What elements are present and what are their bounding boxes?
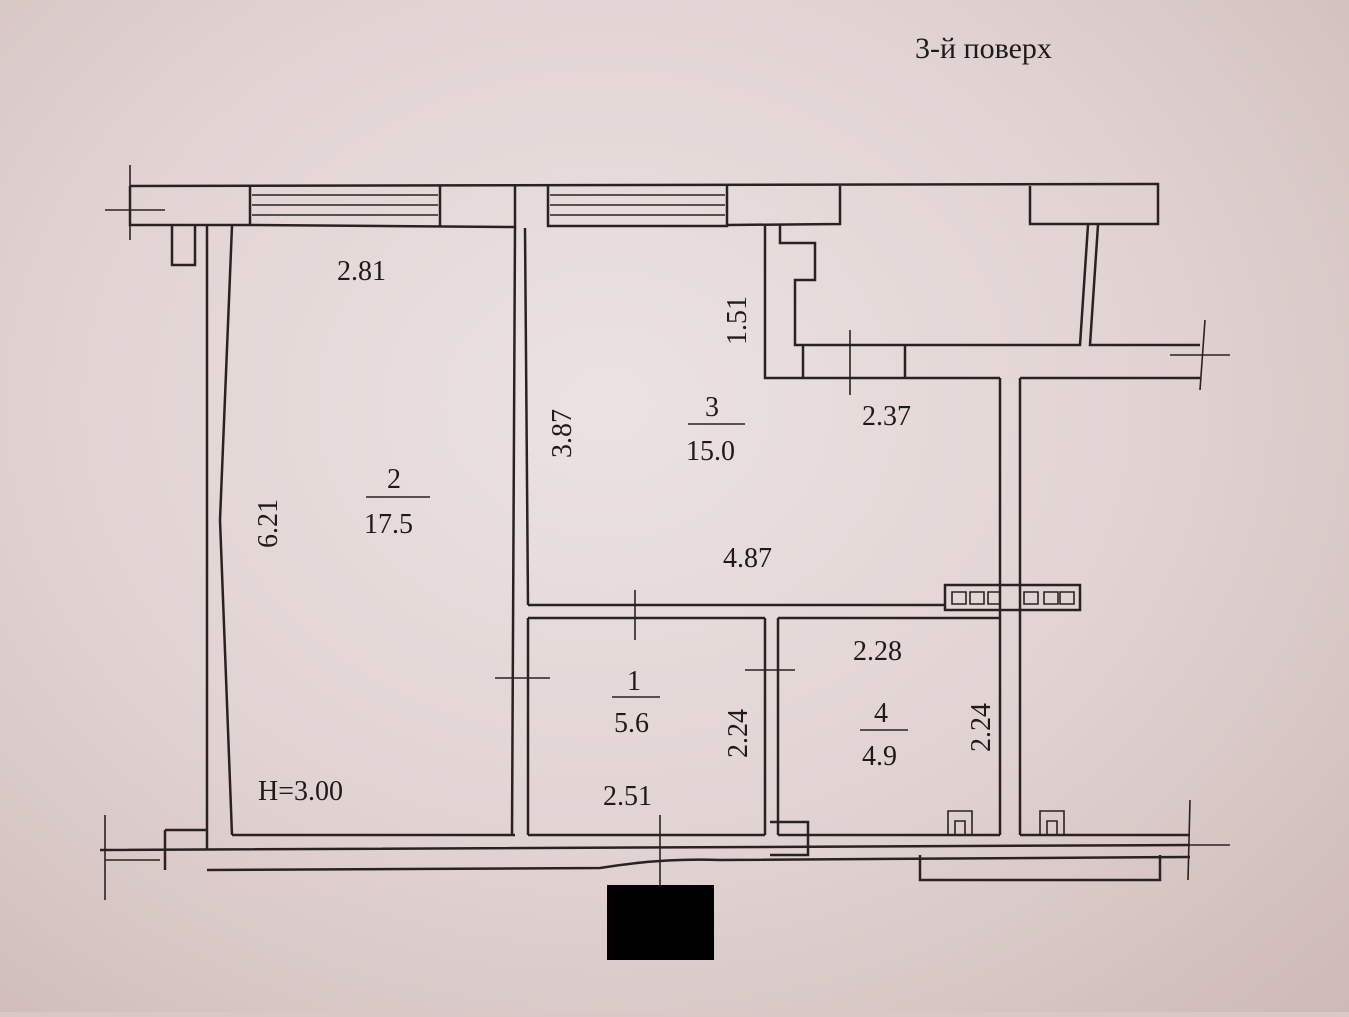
floor-title: 3-й поверх bbox=[915, 32, 1052, 65]
room3-number: 3 bbox=[705, 392, 719, 423]
dim-room1-width: 2.51 bbox=[603, 781, 652, 812]
dim-niche-depth: 1.51 bbox=[722, 296, 753, 345]
room2-area: 17.5 bbox=[364, 509, 413, 540]
room4-area: 4.9 bbox=[862, 741, 897, 772]
dim-room2-length: 6.21 bbox=[253, 499, 284, 548]
dim-room2-width: 2.81 bbox=[337, 256, 386, 287]
redaction-box bbox=[607, 885, 714, 960]
room4-number: 4 bbox=[874, 698, 888, 729]
dim-room3-width: 4.87 bbox=[723, 543, 772, 574]
dim-room1-depth: 2.24 bbox=[723, 709, 754, 758]
labels: 2.81 6.21 2 17.5 3.87 1.51 3 15.0 2.37 4… bbox=[253, 256, 997, 812]
walls bbox=[99, 165, 1230, 900]
dim-room4-depth: 2.24 bbox=[966, 703, 997, 752]
room2-number: 2 bbox=[387, 464, 401, 495]
room1-area: 5.6 bbox=[614, 708, 649, 739]
dim-corridor-width: 2.37 bbox=[862, 401, 911, 432]
room1-number: 1 bbox=[627, 666, 641, 697]
room3-area: 15.0 bbox=[686, 436, 735, 467]
ceiling-height: H=3.00 bbox=[258, 776, 343, 807]
dim-room3-depth: 3.87 bbox=[547, 409, 578, 458]
dim-room4-width: 2.28 bbox=[853, 636, 902, 667]
